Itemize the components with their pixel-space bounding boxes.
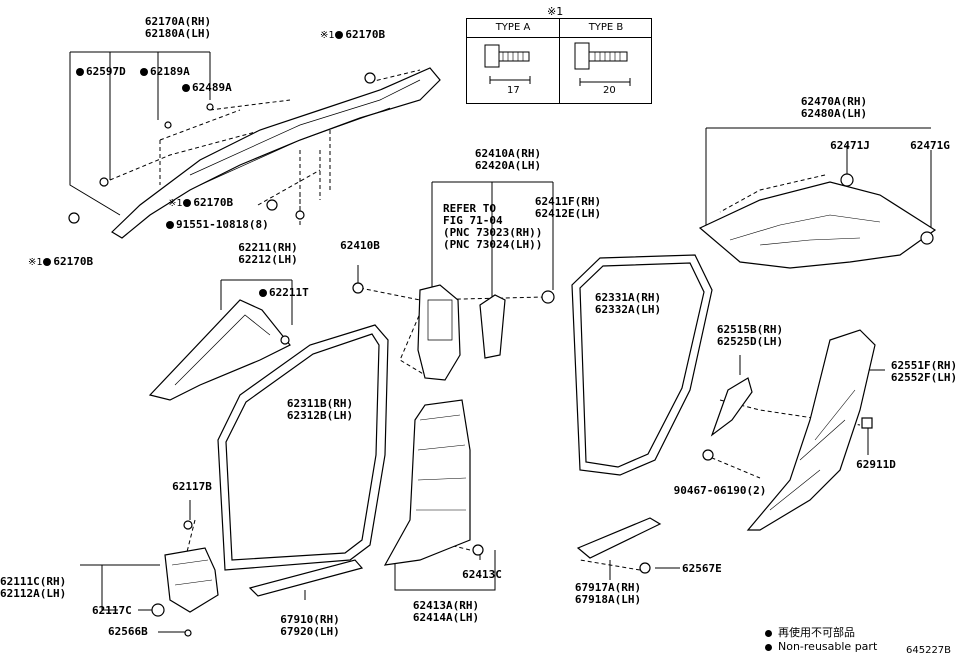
label-62410A: 62410A(RH)62420A(LH) (474, 147, 542, 172)
leader-62170A (69, 51, 211, 216)
clip (639, 562, 651, 574)
label-62470A: 62470A(RH)62480A(LH) (800, 95, 868, 120)
clip (164, 121, 172, 129)
hook (861, 417, 873, 429)
label-62911D: 62911D (856, 458, 896, 471)
label-62471J: 62471J (830, 139, 870, 152)
label-62567E: 62567E (682, 562, 722, 575)
label-62117C: 62117C (92, 604, 132, 617)
type-table-note-mark: ※1 (547, 5, 564, 18)
type-b-bolt (574, 42, 631, 86)
legend-line-en: Non-reusable part (765, 640, 877, 653)
type-a-bolt (484, 44, 531, 84)
type-b-header: TYPE B (560, 19, 652, 38)
rear-scuff-plate (576, 517, 662, 559)
label-62117B: 62117B (172, 480, 212, 493)
label-67910: 67910(RH)67920(LH) (280, 613, 340, 638)
figure-id: 645227B (906, 645, 952, 656)
clip (920, 231, 934, 245)
label-90467: 90467-06190(2) (673, 484, 767, 497)
label-62410B: 62410B (340, 239, 380, 252)
center-pillar-upper-garnish (417, 284, 461, 381)
clip (206, 103, 214, 111)
rear-door-weatherstrip (571, 254, 713, 476)
clip (151, 603, 165, 617)
label-62211T: 62211T (259, 287, 309, 299)
front-door-weatherstrip (217, 324, 389, 571)
legend-line-jp: 再使用不可部品 (765, 624, 855, 640)
label-62211: 62211(RH)62212(LH) (238, 241, 298, 266)
quarter-trim-panel (746, 329, 876, 531)
label-62471G: 62471G (910, 139, 950, 152)
leader-62410A (431, 181, 554, 300)
clip (266, 199, 278, 211)
label-67917A: 67917A(RH)67918A(LH) (574, 581, 642, 606)
leader-62413A (394, 548, 496, 591)
seatbelt-cover (479, 294, 506, 359)
roof-headliner (698, 181, 937, 269)
leader-62470A (705, 127, 932, 230)
type-table-divider (559, 19, 560, 103)
center-pillar-lower-garnish (383, 399, 471, 566)
clip (472, 544, 484, 556)
type-b-dimension: 20 (603, 85, 616, 96)
label-62566B: 62566B (108, 625, 148, 638)
clip (840, 173, 854, 187)
label-62311B: 62311B(RH)62312B(LH) (286, 397, 354, 422)
label-62597D: 62597D (76, 66, 126, 78)
clip (183, 520, 193, 530)
label-62189A: 62189A (140, 66, 190, 78)
label-62551F: 62551F(RH)62552F(LH) (890, 359, 958, 384)
clip (541, 290, 555, 304)
roof-side-rail-trim (111, 67, 441, 239)
roof-side-inner-garnish (710, 377, 753, 437)
fastener-type-table: ※1 TYPE A TYPE B 17 20 (466, 5, 652, 104)
label-62489A: 62489A (182, 82, 232, 94)
type-a-header: TYPE A (467, 19, 559, 38)
clip (295, 210, 305, 220)
label-62111C: 62111C(RH)62112A(LH) (0, 575, 67, 600)
clip (702, 449, 714, 461)
leader-62211 (220, 279, 293, 325)
clip (68, 212, 80, 224)
clip (364, 72, 376, 84)
leader-62111C (80, 564, 160, 611)
label-62411F: 62411F(RH)62412E(LH) (534, 195, 602, 220)
clip (184, 629, 192, 637)
front-scuff-plate (248, 559, 364, 597)
clip (99, 177, 109, 187)
label-62515B: 62515B(RH)62525D(LH) (716, 323, 784, 348)
clip (280, 335, 290, 345)
label-62170A: 62170A(RH)62180A(LH) (144, 15, 212, 40)
label-62413C: 62413C (462, 568, 502, 581)
label-62413A: 62413A(RH)62414A(LH) (412, 599, 480, 624)
clip (352, 282, 364, 294)
label-62331A: 62331A(RH)62332A(LH) (594, 291, 662, 316)
type-a-dimension: 17 (507, 85, 520, 96)
label-91551: 91551-10818(8) (166, 219, 269, 231)
